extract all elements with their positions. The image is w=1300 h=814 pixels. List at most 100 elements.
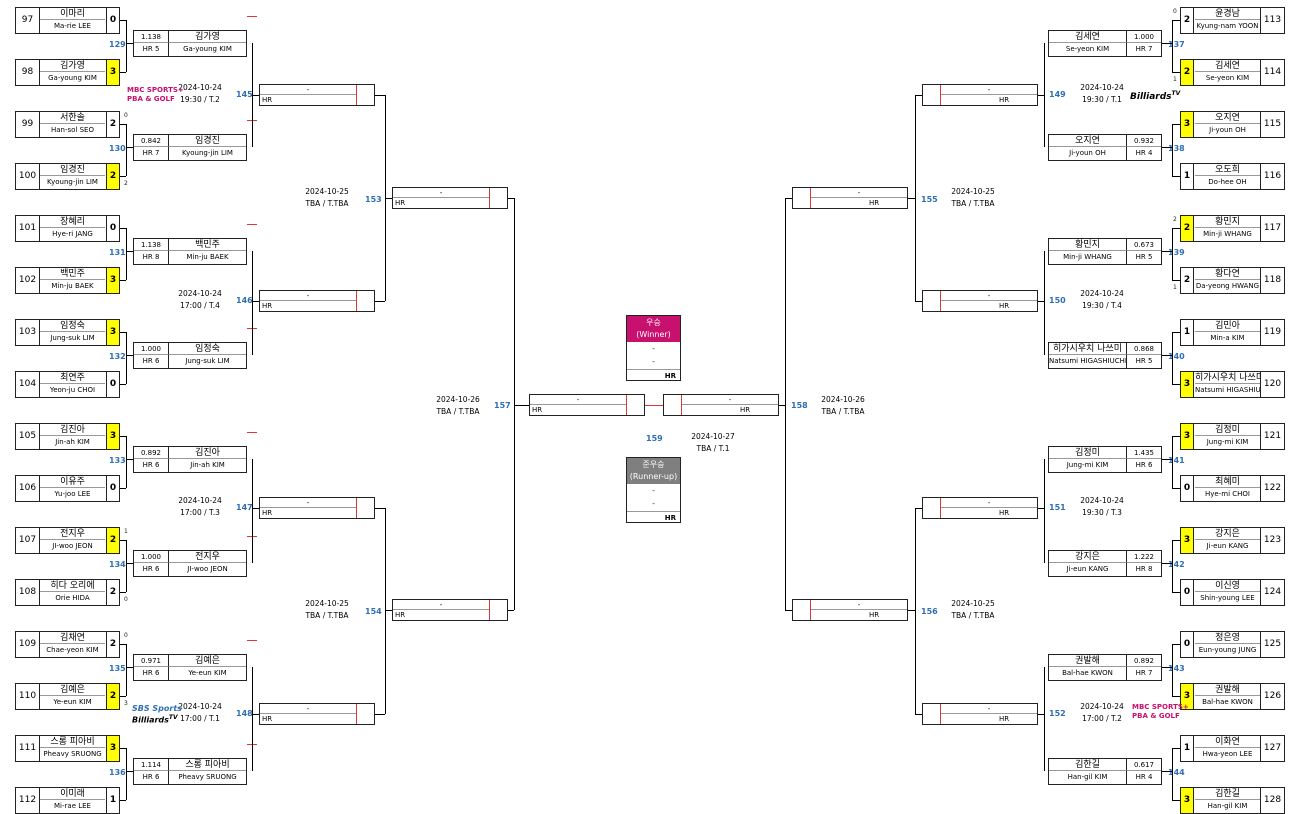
high-run-stat: HR 6 [1126,459,1161,472]
player-name-kr: 오지연 [1049,135,1126,147]
panel-header: 우승(Winner) [627,316,680,342]
match-score: 2 [106,684,119,709]
player-name-en: Yeon-ju CHOI [49,386,96,394]
player-name-kr: 정은영 [1195,632,1260,644]
connector-line [120,540,126,541]
high-run-stat: HR 6 [134,459,169,472]
pending-match[interactable]: -HR [259,290,375,312]
match-number: 145 [236,90,253,99]
match-score: 3 [1181,424,1194,449]
player-name-kr: 김진아 [40,424,105,436]
score-cell [356,291,374,311]
pending-match[interactable]: -HR [259,703,375,725]
pending-match[interactable]: -HR [922,497,1038,519]
seed-number: 114 [1260,60,1284,85]
connector-line [1172,540,1180,541]
logo-sup: TV [1171,90,1181,97]
connector-line [1044,251,1045,355]
connector-line [915,714,922,715]
connector-line [1038,508,1044,509]
pending-match[interactable]: -HR [922,84,1038,106]
pending-match[interactable]: -HR [663,394,779,416]
pending-match[interactable]: -HR [392,599,508,621]
match-time: 19:30 / T.3 [1082,508,1122,517]
match-time: 19:30 / T.4 [1082,301,1122,310]
panel-title-en: (Runner-up) [629,472,678,481]
runner-up-panel[interactable]: 준우승(Runner-up)--HR [626,457,681,523]
pending-match[interactable]: -HR [922,290,1038,312]
seed-number: 106 [16,476,40,501]
match-score: 3 [1181,112,1194,137]
average-stat: 1.222 [1126,551,1161,563]
match-date: 2024-10-25 [951,187,995,196]
winner-panel[interactable]: 우승(Winner)--HR [626,315,681,381]
pending-match[interactable]: -HR [529,394,645,416]
match-number: 130 [109,144,126,153]
pending-match[interactable]: -HR [259,497,375,519]
pending-match[interactable]: -HR [259,84,375,106]
match-score: 2 [1181,268,1194,293]
pending-match[interactable]: -HR [922,703,1038,725]
pending-match[interactable]: -HR [792,599,908,621]
pending-match[interactable]: -HR [392,187,508,209]
connector-line [1172,280,1180,281]
connector-line [126,667,133,668]
connector-line [1172,488,1180,489]
score-cell [356,85,374,105]
pending-match[interactable]: -HR [792,187,908,209]
shootout-note: 1 [1173,76,1177,83]
connector-line [1172,644,1180,645]
player-name-kr: 김정미 [1049,447,1126,459]
player-name-en: Min-ji WHANG [1063,253,1112,261]
player-name-en: Min-ji WHANG [1203,230,1252,238]
